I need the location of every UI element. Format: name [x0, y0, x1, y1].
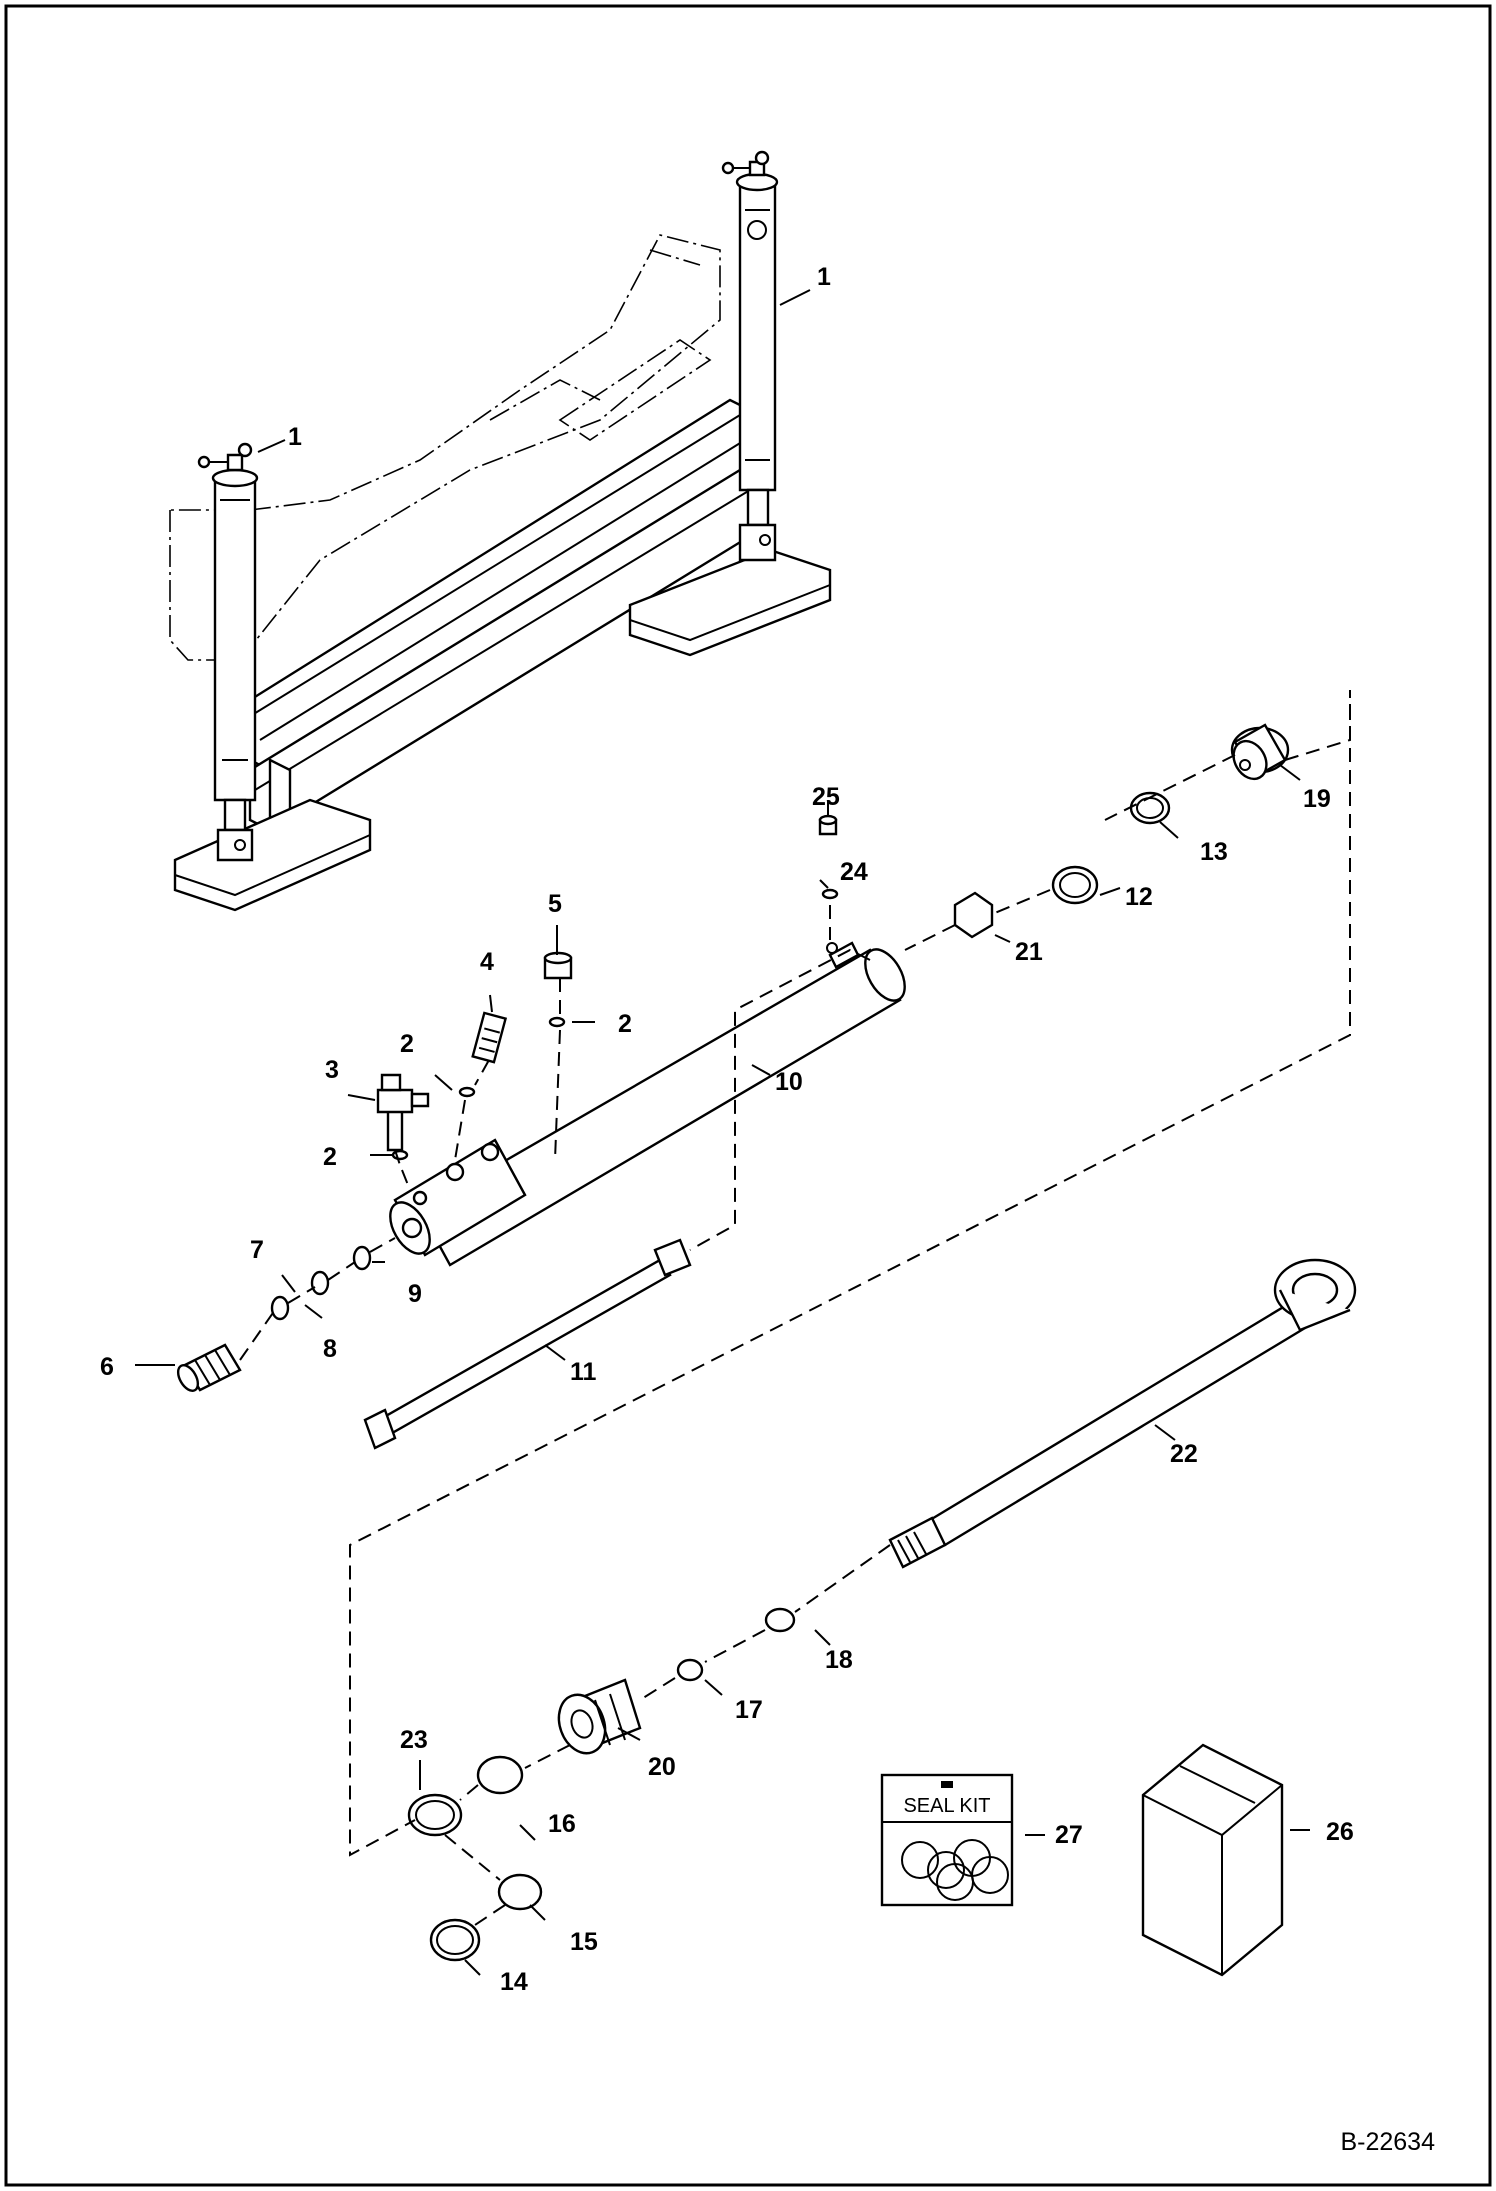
callout-1: 1 [817, 263, 831, 291]
leader-lines [135, 289, 1310, 1976]
callout-27: 27 [1055, 1821, 1083, 1849]
callout-2: 2 [618, 1010, 632, 1038]
cylinder-barrel [389, 941, 906, 1267]
callout-17: 17 [735, 1696, 763, 1724]
fitting-assembly-6 [176, 1245, 372, 1392]
port-fittings [376, 814, 839, 1161]
cylinder-box [1141, 1743, 1284, 1977]
callout-3: 3 [325, 1056, 339, 1084]
callout-12: 12 [1125, 883, 1153, 911]
callout-2: 2 [400, 1030, 414, 1058]
seal-kit: SEAL KIT [880, 1773, 1014, 1907]
callout-24: 24 [840, 858, 868, 886]
callout-4: 4 [480, 948, 494, 976]
callout-11: 11 [570, 1358, 597, 1386]
callout-22: 22 [1170, 1440, 1198, 1468]
tube-11 [363, 1238, 692, 1450]
callout-21: 21 [1015, 938, 1043, 966]
callout-15: 15 [570, 1928, 598, 1956]
callout-23: 23 [400, 1726, 428, 1754]
callout-6: 6 [100, 1353, 114, 1381]
callout-5: 5 [548, 890, 562, 918]
drawing-border [4, 4, 1492, 2187]
explode-lines [239, 690, 1351, 1926]
callout-14: 14 [500, 1968, 528, 1996]
piston-parts [407, 1607, 796, 1962]
callout-9: 9 [408, 1280, 422, 1308]
callout-13: 13 [1200, 838, 1228, 866]
frame-assembly [169, 150, 832, 912]
callouts: 1 1 2 2 2 3 4 5 6 7 8 9 10 11 12 13 19 2… [100, 263, 1354, 1996]
drawing-number: B-22634 [1340, 2128, 1435, 2156]
callout-1: 1 [288, 423, 302, 451]
callout-16: 16 [548, 1810, 576, 1838]
callout-8: 8 [323, 1335, 337, 1363]
callout-20: 20 [648, 1753, 676, 1781]
seal-kit-label: SEAL KIT [903, 1795, 990, 1817]
callout-26: 26 [1326, 1818, 1354, 1846]
callout-2: 2 [323, 1143, 337, 1171]
head-parts [953, 723, 1290, 939]
callout-18: 18 [825, 1646, 853, 1674]
rod-22 [888, 1258, 1357, 1569]
callout-10: 10 [775, 1068, 803, 1096]
callout-25: 25 [812, 783, 840, 811]
callout-7: 7 [250, 1236, 264, 1264]
callout-19: 19 [1303, 785, 1331, 813]
